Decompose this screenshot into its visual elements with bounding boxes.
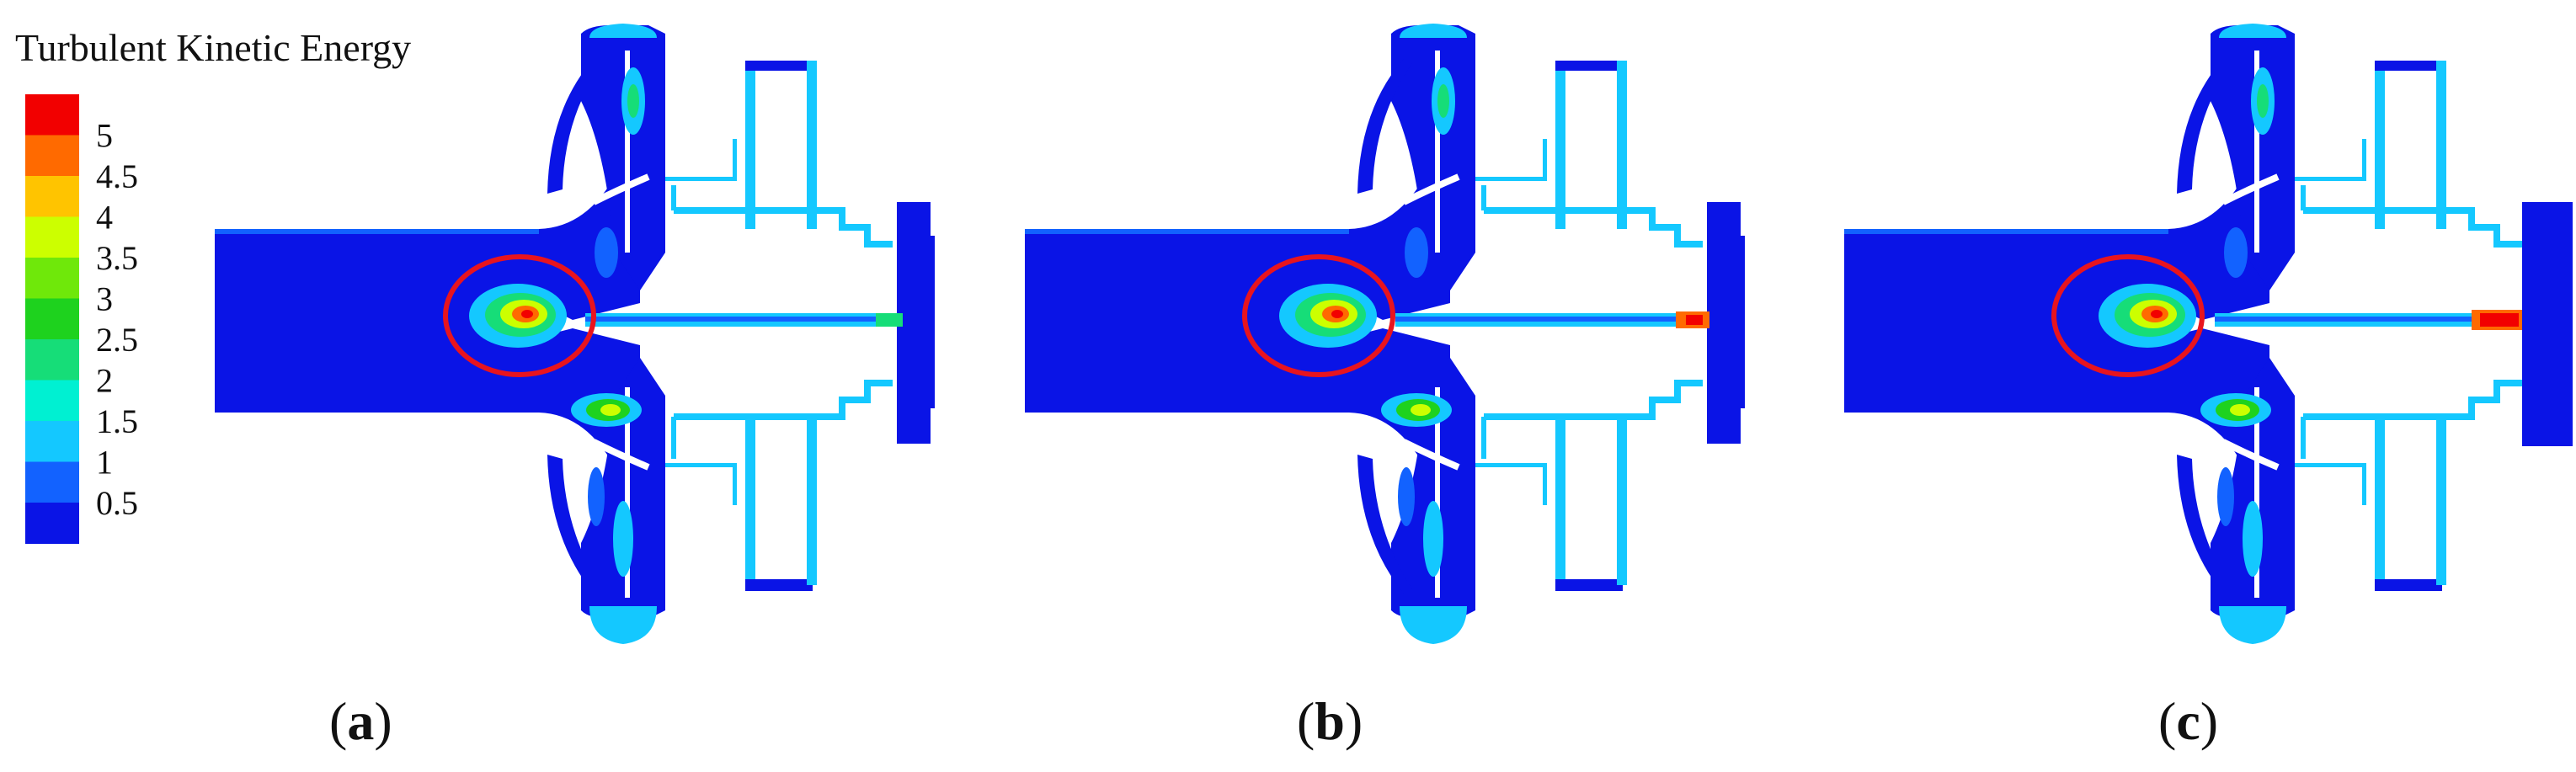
panel-c [1844,24,2573,644]
legend-swatch [25,380,79,422]
legend-tick-label: 3 [96,280,113,318]
pump-contour-plot-a [215,24,935,644]
legend-swatch [25,461,79,503]
highlight-ring-a [443,254,596,377]
legend-title: Turbulent Kinetic Energy [15,26,411,69]
legend-swatch [25,94,79,136]
legend-swatches [25,94,79,544]
legend-swatch [25,135,79,177]
legend-swatch [25,503,79,544]
legend-tick-label: 5 [96,117,113,155]
legend: Turbulent Kinetic Energy 54.5 43.532.521.… [15,26,411,544]
legend-swatch [25,216,79,258]
pump-contour-plot-c [1844,24,2564,644]
legend-swatch [25,176,79,217]
legend-tick-label: 0.5 [96,484,138,522]
legend-tick-label: 2 [96,362,113,400]
highlight-ring-b [1242,254,1395,377]
highlight-ring-c [2051,254,2205,377]
legend-swatch [25,298,79,340]
panel-a [215,24,935,644]
pump-contour-plot-b [1025,24,1745,644]
legend-tick-label: 1 [96,444,113,482]
legend-tick-label: 1.5 [96,402,138,440]
legend-swatch [25,339,79,381]
caption-a: (a) [329,691,392,751]
legend-tick-label: 4 [96,199,113,237]
legend-tick-label: 2.5 [96,321,138,359]
panel-b [1025,24,1745,644]
legend-tick-label: 4.5 [96,157,138,195]
caption-c: (c) [2158,691,2218,751]
legend-swatch [25,421,79,462]
legend-tick-label: 3.5 [96,239,138,277]
legend-swatch [25,258,79,299]
legend-ticks: 54.5 43.532.521.5 10.5 [96,117,138,523]
caption-b: (b) [1297,691,1363,751]
